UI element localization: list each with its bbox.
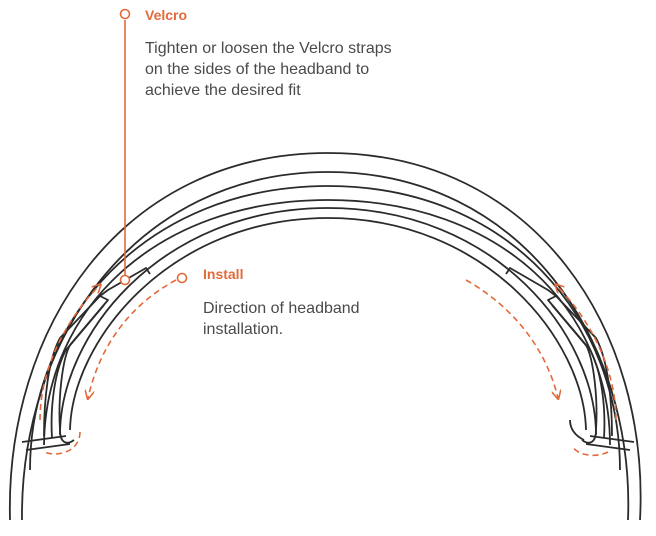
right-yoke <box>505 267 635 451</box>
right-install-arrow <box>465 279 558 398</box>
velcro-callout-text: Tighten or loosen the Velcro straps on t… <box>145 40 392 99</box>
install-callout-marker <box>176 272 188 284</box>
left-yoke <box>21 267 151 451</box>
velcro-callout-leader <box>119 8 131 286</box>
right-install-hook <box>571 445 609 457</box>
left-velcro-arrow <box>39 285 100 421</box>
velcro-callout-title: Velcro <box>145 7 188 23</box>
install-callout-title: Install <box>203 266 244 282</box>
headband-inner-cushion <box>59 207 597 436</box>
right-velcro-arrow <box>556 285 617 421</box>
left-install-arrow <box>88 279 177 398</box>
left-install-hook <box>43 431 81 455</box>
install-direction-arrows <box>43 279 609 457</box>
velcro-adjust-arrows <box>39 285 617 421</box>
install-callout-text: Direction of headband installation. <box>203 300 360 338</box>
